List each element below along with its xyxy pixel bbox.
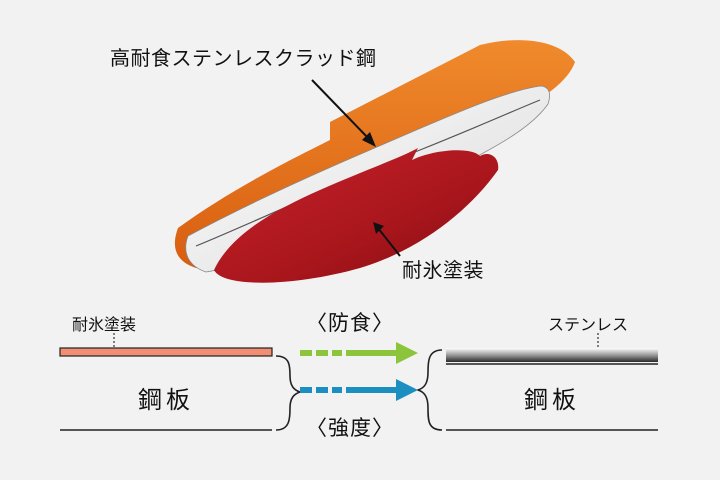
clad-steel-arrowhead — [362, 132, 376, 147]
left-brace — [275, 355, 303, 431]
left-steel-plate-label: 鋼板 — [138, 386, 194, 414]
right-stainless-label: ステンレス — [548, 315, 629, 334]
hull-red-coating — [214, 148, 499, 283]
strength-label: 〈強度〉 — [306, 416, 394, 440]
left-coating-layer — [59, 347, 273, 357]
corrosion-protection-label: 〈防食〉 — [306, 311, 394, 335]
strength-arrow — [300, 379, 418, 401]
ice-coating-leader — [377, 227, 401, 257]
right-brace — [415, 349, 443, 431]
right-steel-plate-label: 鋼板 — [524, 386, 580, 414]
ice-coating-hull-label: 耐氷塗装 — [402, 258, 484, 282]
corrosion-arrow — [300, 342, 418, 364]
right-plate-diagram — [446, 333, 658, 431]
left-plate-diagram — [59, 333, 273, 431]
ship-hull-illustration — [174, 40, 575, 283]
ice-coating-arrowhead — [373, 222, 384, 234]
left-coating-label: 耐氷塗装 — [72, 315, 137, 334]
clad-steel-leader — [311, 79, 371, 141]
clad-steel-label: 高耐食ステンレスクラッド鋼 — [110, 46, 377, 70]
right-cladding-layer — [446, 348, 658, 362]
